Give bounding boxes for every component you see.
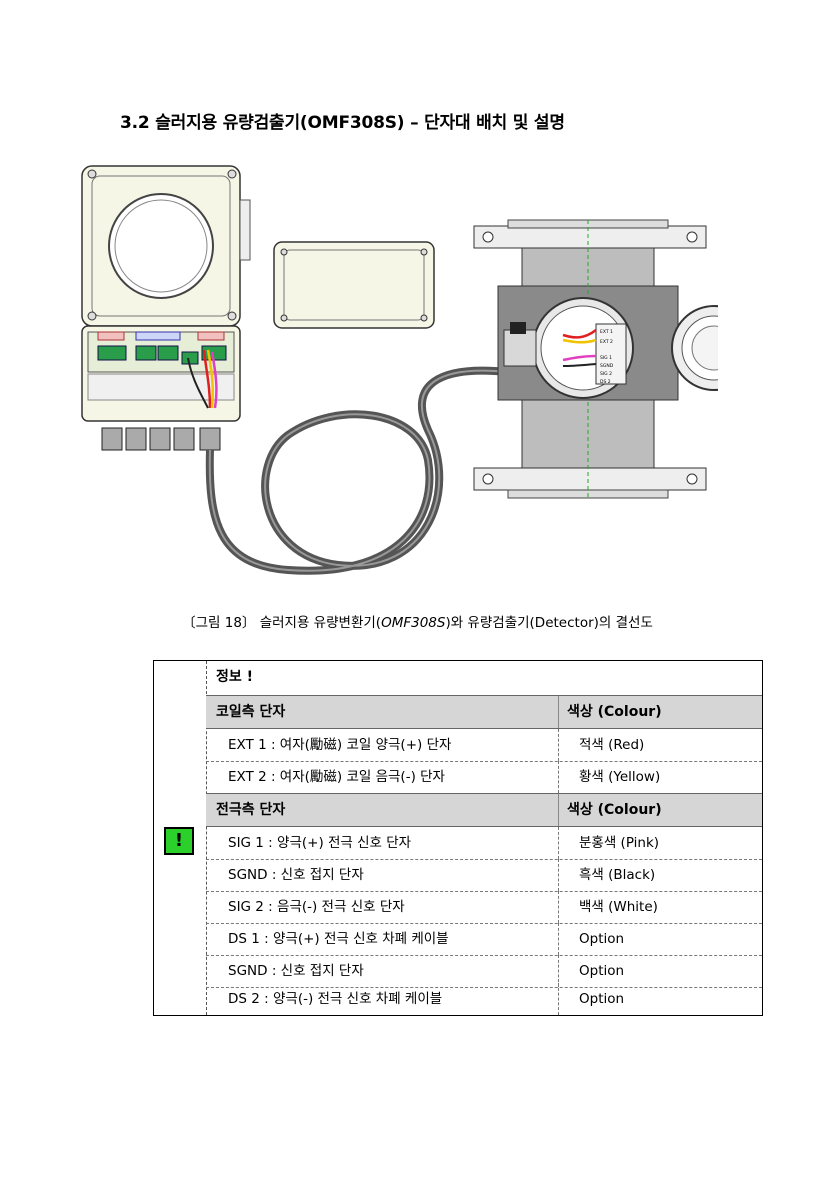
detector-cover [671,305,718,391]
term-label: EXT 1 [600,329,613,335]
coil-color-header: 색상 (Colour) [558,696,762,728]
coil-header-row: 코일측 단자 색상 (Colour) [206,695,762,729]
detector-terminal-head: EXT 1 EXT 2 SIG 1 SGND SIG 2 DS 2 [503,297,634,399]
table-row: EXT 2 : 여자(勵磁) 코일 음극(-) 단자 황색 (Yellow) [206,761,762,793]
terminal-desc: EXT 2 : 여자(勵磁) 코일 음극(-) 단자 [228,769,445,785]
terminal-color: Option [558,983,762,1015]
converter-lid [81,165,251,327]
table-row: SIG 2 : 음극(-) 전극 신호 단자 백색 (White) [206,891,762,924]
term-label: SGND [600,363,614,369]
terminal-color: 흑색 (Black) [558,859,762,891]
figure-caption: 〔그림 18〕 슬러지용 유량변환기(OMF308S)와 유량검출기(Detec… [0,611,835,631]
table-row: SGND : 신호 접지 단자 Option [206,955,762,988]
terminal-desc: SIG 1 : 양극(+) 전극 신호 단자 [228,835,412,851]
electrode-header-row: 전극측 단자 색상 (Colour) [206,793,762,827]
converter-body [81,325,241,451]
term-label: SIG 1 [600,355,612,361]
terminal-desc: SGND : 신호 접지 단자 [228,867,364,883]
table-row: SGND : 신호 접지 단자 흑색 (Black) [206,859,762,892]
terminal-color: 분홍색 (Pink) [558,827,762,859]
electrode-color-header: 색상 (Colour) [558,794,762,826]
signal-cable [205,366,509,575]
table-row: DS 2 : 양극(-) 전극 신호 차폐 케이블 Option [206,983,762,1015]
info-box: ! 정보 ! 코일측 단자 색상 (Colour) EXT 1 : 여자(勵磁)… [153,660,763,1016]
exclamation-icon: ! [164,827,194,855]
section-heading: 3.2 슬러지용 유량검출기(OMF308S) – 단자대 배치 및 설명 [120,113,565,133]
terminal-color: Option [558,923,762,955]
table-row: EXT 1 : 여자(勵磁) 코일 양극(+) 단자 적색 (Red) [206,729,762,762]
caption-suffix: )와 유량검출기(Detector)의 결선도 [445,615,653,631]
terminal-color: 적색 (Red) [558,729,762,761]
terminal-color: Option [558,955,762,987]
caption-model: OMF308S [381,615,446,631]
table-row: SIG 1 : 양극(+) 전극 신호 단자 분홍색 (Pink) [206,827,762,860]
term-label: SIG 2 [600,371,612,377]
wiring-diagram: EXT 1 EXT 2 SIG 1 SGND SIG 2 DS 2 [81,165,718,575]
caption-prefix: 〔그림 18〕 슬러지용 유량변환기( [182,615,382,631]
terminal-desc: DS 1 : 양극(+) 전극 신호 차폐 케이블 [228,931,449,947]
info-icon-column: ! [154,661,207,1015]
terminal-desc: EXT 1 : 여자(勵磁) 코일 양극(+) 단자 [228,737,452,753]
electrode-header: 전극측 단자 [216,802,286,818]
term-label: DS 2 [600,379,611,385]
spare-cover [273,241,435,329]
terminal-color: 백색 (White) [558,891,762,923]
info-title: 정보 ! [206,661,762,693]
table-row: DS 1 : 양극(+) 전극 신호 차폐 케이블 Option [206,923,762,956]
terminal-desc: DS 2 : 양극(-) 전극 신호 차폐 케이블 [228,991,443,1007]
coil-header: 코일측 단자 [216,704,286,720]
terminal-desc: SIG 2 : 음극(-) 전극 신호 단자 [228,899,405,915]
info-title-text: 정보 ! [216,669,254,685]
terminal-color: 황색 (Yellow) [558,761,762,793]
terminal-desc: SGND : 신호 접지 단자 [228,963,364,979]
term-label: EXT 2 [600,339,613,345]
